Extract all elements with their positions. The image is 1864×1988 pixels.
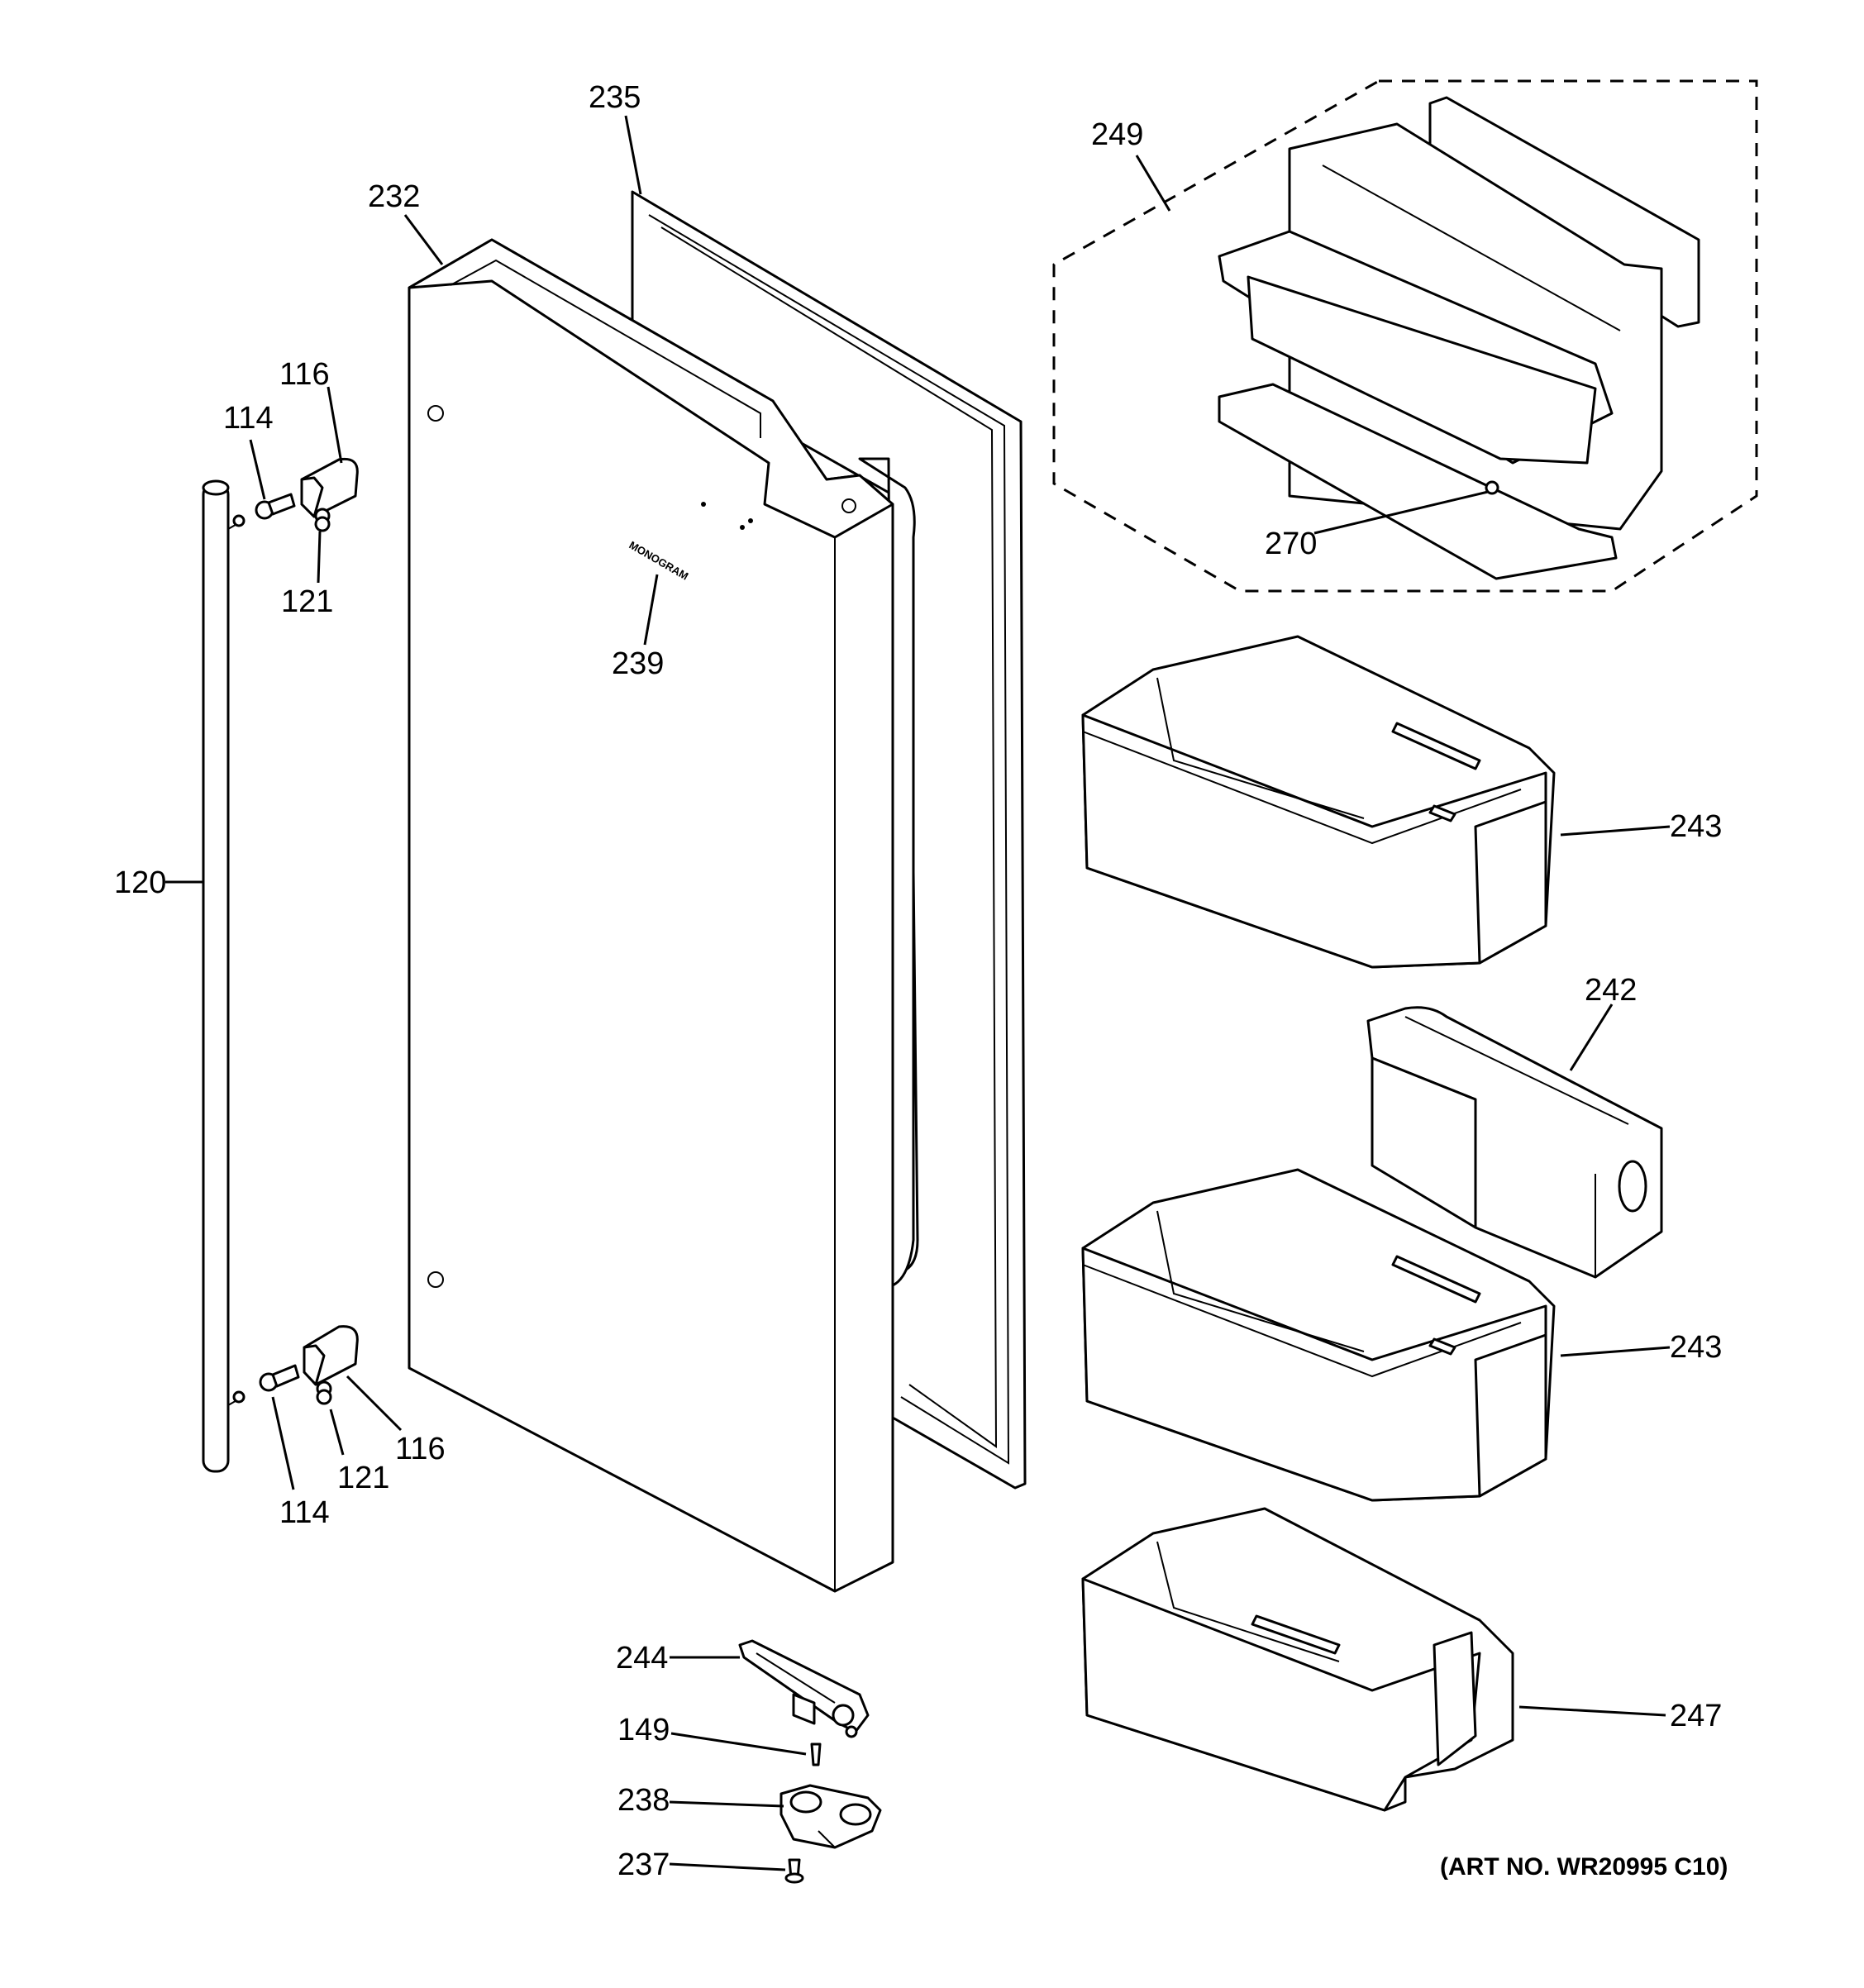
leader-lines (165, 115, 1671, 1871)
label-249: 249 (1091, 117, 1143, 152)
label-235: 235 (589, 80, 641, 115)
label-243-top: 243 (1670, 809, 1722, 844)
label-114-top: 114 (223, 401, 274, 436)
label-270: 270 (1265, 527, 1317, 561)
label-149: 149 (617, 1713, 670, 1747)
label-247: 247 (1670, 1699, 1722, 1733)
hinge-screw-small (810, 1742, 822, 1766)
part-labels: 235 232 249 116 114 121 239 270 120 243 … (114, 80, 1728, 1882)
setscrew-top (314, 508, 331, 532)
label-121-bottom: 121 (337, 1461, 389, 1495)
handle-mount-top (300, 457, 359, 518)
screw-bottom (259, 1364, 300, 1392)
door-panel: MONOGRAM (408, 238, 916, 1593)
label-232: 232 (368, 179, 420, 214)
art-number: (ART NO. WR20995 C10) (1440, 1853, 1728, 1881)
dairy-compartment-assembly (1218, 96, 1700, 580)
label-244: 244 (616, 1641, 668, 1676)
screw-top (255, 493, 296, 520)
assembly-249-boundary (1052, 79, 1758, 593)
door-bin-small (1366, 1006, 1663, 1279)
hinge-bracket (779, 1784, 882, 1849)
handle-mount-bottom (303, 1325, 359, 1386)
label-116-top: 116 (279, 357, 330, 392)
label-237: 237 (617, 1847, 670, 1882)
door-bin-middle (1081, 1168, 1556, 1502)
label-242: 242 (1585, 973, 1637, 1008)
setscrew-bottom (316, 1380, 332, 1405)
label-243-bottom: 243 (1670, 1330, 1722, 1365)
label-238: 238 (617, 1783, 670, 1818)
bracket-screw (784, 1858, 804, 1884)
label-114-bottom: 114 (279, 1495, 330, 1530)
label-116-bottom: 116 (395, 1432, 446, 1466)
label-239: 239 (612, 646, 664, 681)
door-bin-lower (1081, 1507, 1514, 1812)
door-bin-upper (1081, 635, 1556, 969)
door-handle (202, 479, 246, 1473)
label-121-top: 121 (281, 584, 333, 619)
label-120: 120 (114, 865, 166, 900)
hinge (738, 1639, 870, 1738)
